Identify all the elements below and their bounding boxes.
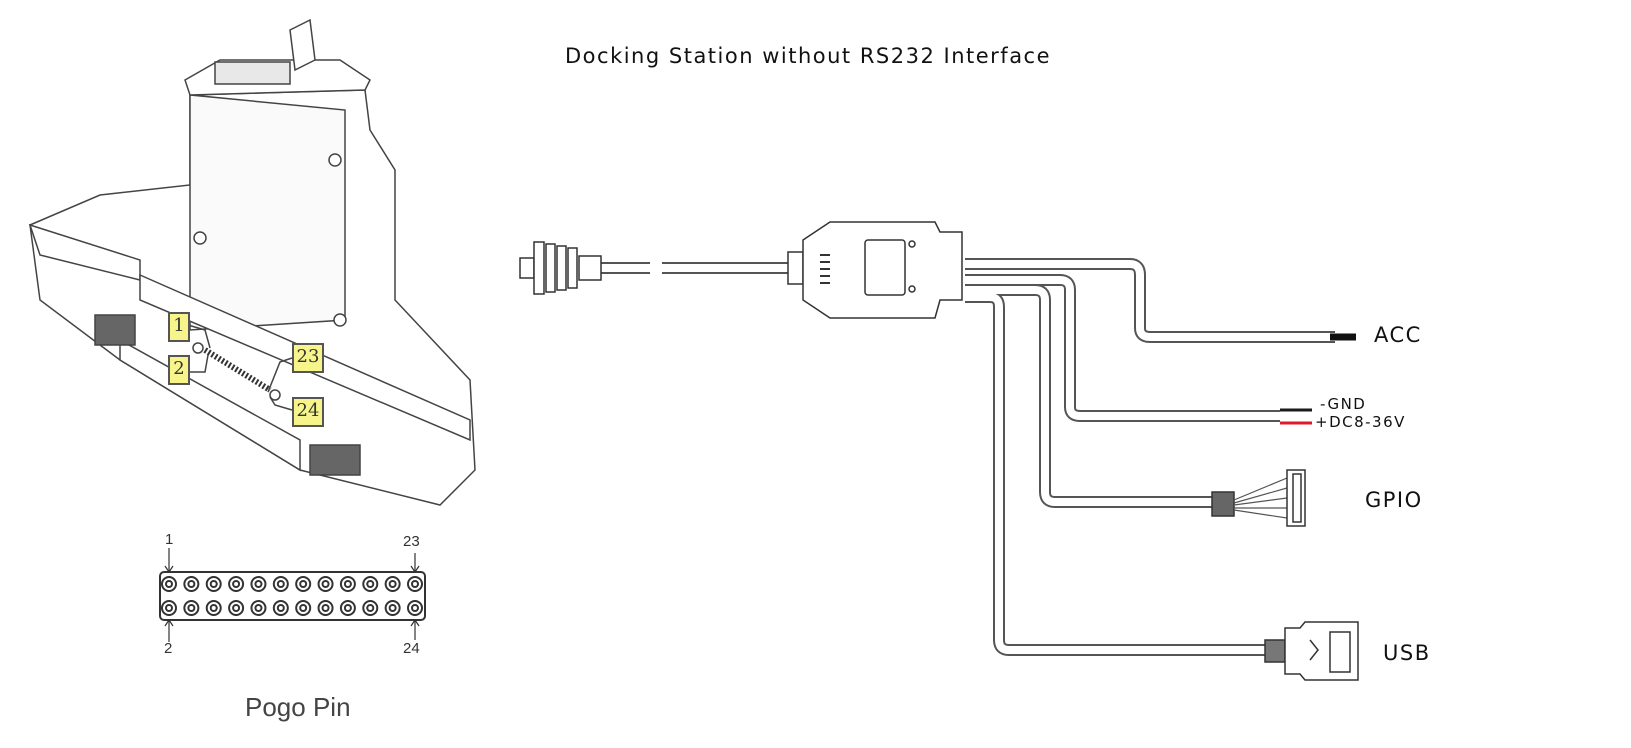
- docking-station-illustration: [28, 18, 476, 506]
- gnd-label: -GND: [1320, 395, 1367, 413]
- callout-pin-1: 1: [168, 312, 190, 342]
- pogo-pin-center: [187, 604, 196, 612]
- pogo-pin-center: [165, 604, 173, 612]
- pogo-pin-center: [388, 604, 397, 612]
- pogo-pin-center: [366, 580, 375, 588]
- pogo-pin-2-label: 2: [164, 640, 173, 657]
- callout-pin-24: 24: [292, 397, 324, 427]
- pogo-pin-center: [276, 580, 285, 588]
- pogo-pin-center: [343, 604, 352, 612]
- pogo-pin-center: [232, 580, 241, 588]
- pogo-pin-center: [232, 604, 241, 612]
- pogo-pin-center: [209, 604, 218, 612]
- pogo-pin-center: [321, 580, 330, 588]
- gpio-connector: [1211, 469, 1306, 527]
- pogo-pin-caption: Pogo Pin: [245, 692, 351, 722]
- pogo-pin-1-label: 1: [165, 531, 174, 548]
- callout-pin-23: 23: [292, 343, 324, 373]
- pogo-pin-center: [411, 604, 419, 612]
- pogo-pin-center: [299, 604, 308, 612]
- pogo-pin-center: [343, 580, 352, 588]
- pogo-pin-24-label: 24: [403, 640, 420, 657]
- pogo-pin-center: [254, 604, 263, 612]
- pogo-pin-center: [411, 580, 419, 588]
- round-connector: [519, 241, 602, 295]
- pogo-pin-center: [254, 580, 263, 588]
- pogo-pin-center: [388, 580, 397, 588]
- junction-box: [787, 221, 963, 319]
- diagram-title: Docking Station without RS232 Interface: [565, 44, 1052, 68]
- cable-assembly: [600, 258, 1356, 656]
- pogo-pin-center: [276, 604, 285, 612]
- pogo-pin-center: [209, 580, 218, 588]
- gpio-label: GPIO: [1365, 488, 1423, 512]
- pogo-pin-center: [187, 580, 196, 588]
- pogo-pin-center: [299, 580, 308, 588]
- usb-plug: [1264, 621, 1359, 681]
- dc-label: +DC8-36V: [1315, 413, 1406, 431]
- pogo-pin-block: [159, 548, 426, 642]
- pogo-pin-center: [165, 580, 173, 588]
- usb-label: USB: [1383, 641, 1431, 665]
- pogo-pin-23-label: 23: [403, 533, 420, 550]
- acc-label: ACC: [1374, 323, 1422, 347]
- callout-pin-2: 2: [168, 355, 190, 385]
- pogo-pin-center: [366, 604, 375, 612]
- pogo-pin-center: [321, 604, 330, 612]
